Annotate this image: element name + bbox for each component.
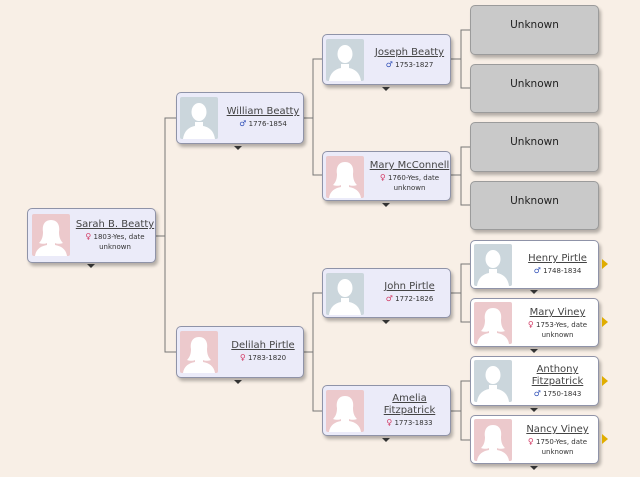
expand-caret-icon[interactable] xyxy=(530,349,538,353)
male-avatar-icon xyxy=(474,244,512,286)
female-symbol-icon: ♀ xyxy=(527,320,534,329)
person-name-link[interactable]: Joseph Beatty xyxy=(374,47,445,58)
person-card-henry-pirtle[interactable]: Henry Pirtle ♂ 1748-1834 xyxy=(470,240,599,289)
male-avatar-icon xyxy=(180,97,218,139)
person-card-mary-viney[interactable]: Mary Viney ♀ 1753-Yes, date unknown xyxy=(470,298,599,347)
expand-caret-icon[interactable] xyxy=(382,438,390,442)
male-symbol-icon: ♂ xyxy=(239,119,247,128)
person-name-link[interactable]: Amelia Fitzpatrick xyxy=(383,393,436,416)
female-avatar-icon xyxy=(32,214,70,256)
female-symbol-icon: ♂ xyxy=(385,294,393,303)
person-name-link[interactable]: Mary Viney xyxy=(529,307,586,318)
person-dates: ♀ 1803-Yes, date unknown xyxy=(85,232,145,251)
male-avatar-icon xyxy=(474,360,512,402)
person-name-link[interactable]: Nancy Viney xyxy=(526,424,589,435)
more-ancestors-arrow-icon[interactable] xyxy=(602,259,608,269)
person-name-link[interactable]: John Pirtle xyxy=(384,281,435,292)
person-dates: ♂ 1753-1827 xyxy=(385,60,434,69)
female-symbol-icon: ♀ xyxy=(239,353,246,362)
female-symbol-icon: ♀ xyxy=(527,437,534,446)
male-symbol-icon: ♂ xyxy=(385,60,393,69)
unknown-label: Unknown xyxy=(510,77,559,90)
expand-caret-icon[interactable] xyxy=(234,146,242,150)
unknown-label: Unknown xyxy=(510,194,559,207)
person-name-link[interactable]: Henry Pirtle xyxy=(528,253,587,264)
person-card-mary-mcconnell[interactable]: Mary McConnell ♀ 1760-Yes, date unknown xyxy=(322,151,451,201)
male-symbol-icon: ♂ xyxy=(533,266,541,275)
unknown-ancestor-card[interactable]: Unknown xyxy=(470,122,599,172)
male-symbol-icon: ♂ xyxy=(533,389,541,398)
more-ancestors-arrow-icon[interactable] xyxy=(602,317,608,327)
female-avatar-icon xyxy=(180,331,218,373)
female-avatar-icon xyxy=(326,156,364,198)
more-ancestors-arrow-icon[interactable] xyxy=(602,434,608,444)
person-card-anthony-fitzpatrick[interactable]: Anthony Fitzpatrick ♂ 1750-1843 xyxy=(470,356,599,406)
expand-caret-icon[interactable] xyxy=(530,466,538,470)
expand-caret-icon[interactable] xyxy=(234,380,242,384)
person-dates: ♂ 1748-1834 xyxy=(533,266,582,275)
more-ancestors-arrow-icon[interactable] xyxy=(602,376,608,386)
person-dates: ♀ 1750-Yes, date unknown xyxy=(527,437,588,456)
female-avatar-icon xyxy=(326,390,364,432)
person-dates: ♀ 1773-1833 xyxy=(386,418,433,427)
male-avatar-icon xyxy=(326,273,364,315)
person-dates: ♀ 1753-Yes, date unknown xyxy=(527,320,588,339)
person-dates: ♂ 1772-1826 xyxy=(385,294,434,303)
female-avatar-icon xyxy=(474,419,512,461)
person-card-delilah-pirtle[interactable]: Delilah Pirtle ♀ 1783-1820 xyxy=(176,326,304,378)
female-symbol-icon: ♀ xyxy=(85,232,92,241)
person-dates: ♂ 1776-1854 xyxy=(239,119,287,128)
person-name-link[interactable]: Mary McConnell xyxy=(369,160,450,171)
unknown-ancestor-card[interactable]: Unknown xyxy=(470,64,599,113)
expand-caret-icon[interactable] xyxy=(382,87,390,91)
expand-caret-icon[interactable] xyxy=(530,290,538,294)
person-card-john-pirtle[interactable]: John Pirtle ♂ 1772-1826 xyxy=(322,268,451,318)
person-name-link[interactable]: Sarah B. Beatty xyxy=(75,219,155,230)
unknown-ancestor-card[interactable]: Unknown xyxy=(470,181,599,230)
male-avatar-icon xyxy=(326,39,364,81)
unknown-label: Unknown xyxy=(510,136,559,148)
unknown-ancestor-card[interactable]: Unknown xyxy=(470,5,599,55)
person-dates: ♀ 1760-Yes, date unknown xyxy=(379,173,440,192)
female-symbol-icon: ♀ xyxy=(386,418,393,427)
expand-caret-icon[interactable] xyxy=(382,320,390,324)
person-dates: ♀ 1783-1820 xyxy=(239,353,287,362)
person-card-sarah-beatty[interactable]: Sarah B. Beatty ♀ 1803-Yes, date unknown xyxy=(27,208,156,263)
person-card-joseph-beatty[interactable]: Joseph Beatty ♂ 1753-1827 xyxy=(322,34,451,85)
person-name-link[interactable]: Anthony Fitzpatrick xyxy=(531,364,584,387)
expand-caret-icon[interactable] xyxy=(87,264,95,268)
female-avatar-icon xyxy=(474,302,512,344)
person-name-link[interactable]: Delilah Pirtle xyxy=(231,340,295,351)
person-card-nancy-viney[interactable]: Nancy Viney ♀ 1750-Yes, date unknown xyxy=(470,415,599,464)
person-name-link[interactable]: William Beatty xyxy=(226,106,300,117)
person-dates: ♂ 1750-1843 xyxy=(533,389,582,398)
person-card-amelia-fitzpatrick[interactable]: Amelia Fitzpatrick ♀ 1773-1833 xyxy=(322,385,451,436)
person-card-william-beatty[interactable]: William Beatty ♂ 1776-1854 xyxy=(176,92,304,144)
expand-caret-icon[interactable] xyxy=(382,203,390,207)
female-symbol-icon: ♀ xyxy=(379,173,386,182)
expand-caret-icon[interactable] xyxy=(530,408,538,412)
unknown-label: Unknown xyxy=(510,19,559,31)
